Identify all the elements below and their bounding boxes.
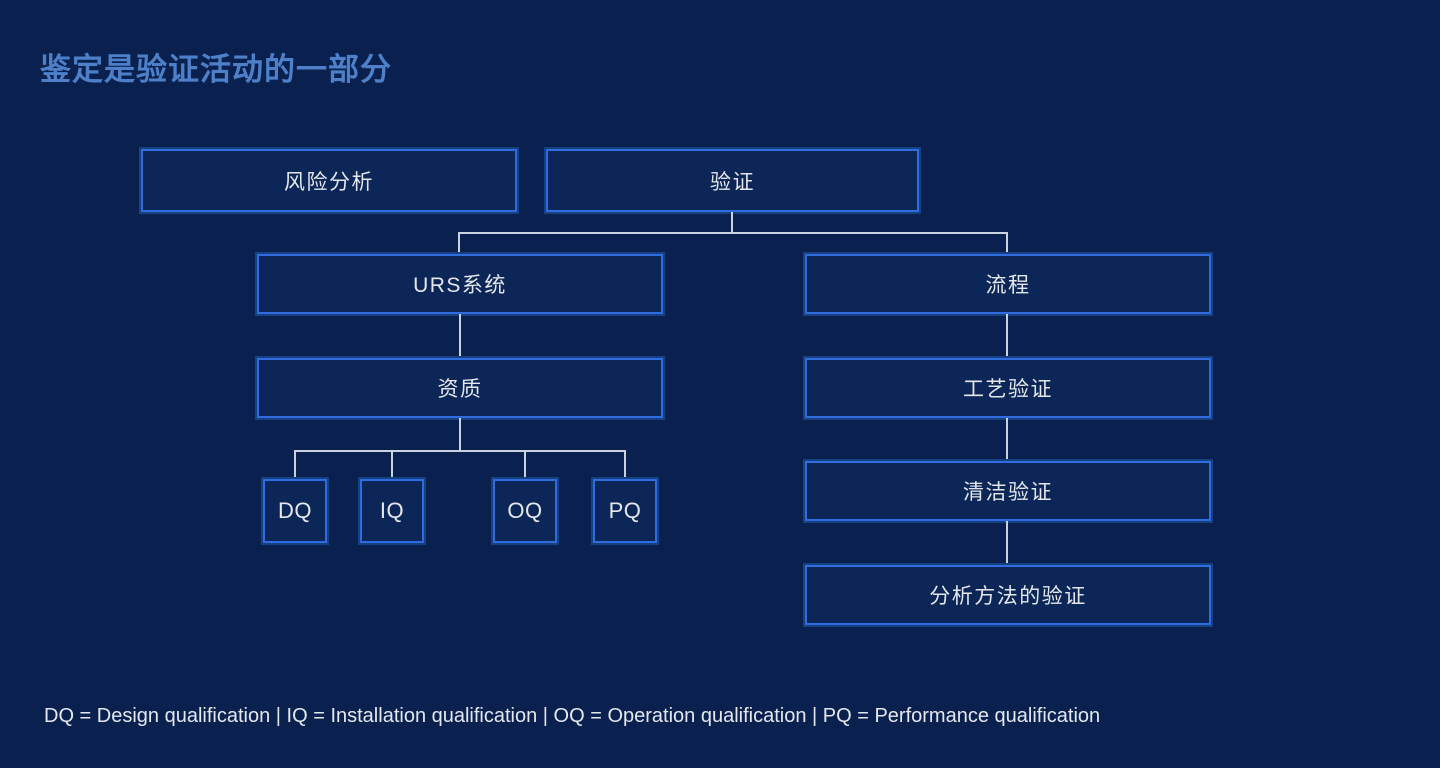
node-qualification-label: 资质 [437, 378, 483, 401]
connector-drop-oq [524, 450, 526, 479]
node-validation-label: 验证 [710, 170, 755, 194]
connector-drop-iq [391, 450, 393, 479]
node-cleaning-validation-label: 清洁验证 [963, 481, 1053, 504]
node-dq-label: DQ [278, 498, 312, 523]
node-analytical-method-validation-label: 分析方法的验证 [929, 585, 1087, 608]
node-process: 流程 [805, 254, 1211, 314]
connector-to-cleaning-validation [1006, 418, 1008, 461]
node-risk-analysis: 风险分析 [141, 149, 517, 212]
connector-drop-urs [458, 232, 460, 254]
node-risk-analysis-label: 风险分析 [284, 170, 374, 194]
connector-validation-stem [731, 212, 733, 233]
node-iq-label: IQ [379, 498, 405, 523]
node-urs-system-label: URS系统 [413, 274, 507, 297]
connector-to-analytical-method-validation [1006, 521, 1008, 565]
node-pq: PQ [593, 479, 657, 543]
node-analytical-method-validation: 分析方法的验证 [805, 565, 1211, 625]
node-qualification: 资质 [257, 358, 663, 418]
connector-qualification-stem [459, 418, 461, 450]
node-validation: 验证 [546, 149, 919, 212]
connector-process-to-process-validation [1006, 314, 1008, 358]
connector-qualification-bus [294, 450, 626, 452]
node-iq: IQ [360, 479, 424, 543]
connector-urs-to-qualification [459, 314, 461, 358]
node-urs-system: URS系统 [257, 254, 663, 314]
connector-validation-bus [458, 232, 1008, 234]
connector-drop-pq [624, 450, 626, 479]
node-process-validation-label: 工艺验证 [963, 378, 1053, 401]
node-oq-label: OQ [507, 498, 543, 523]
connector-drop-process [1006, 232, 1008, 254]
node-pq-label: PQ [608, 498, 642, 523]
page-title: 鉴定是验证活动的一部分 [40, 52, 392, 87]
node-process-label: 流程 [985, 274, 1031, 297]
abbreviation-legend: DQ = Design qualification | IQ = Install… [44, 705, 1101, 727]
node-process-validation: 工艺验证 [805, 358, 1211, 418]
node-cleaning-validation: 清洁验证 [805, 461, 1211, 521]
connector-drop-dq [294, 450, 296, 479]
node-oq: OQ [493, 479, 557, 543]
node-dq: DQ [263, 479, 327, 543]
